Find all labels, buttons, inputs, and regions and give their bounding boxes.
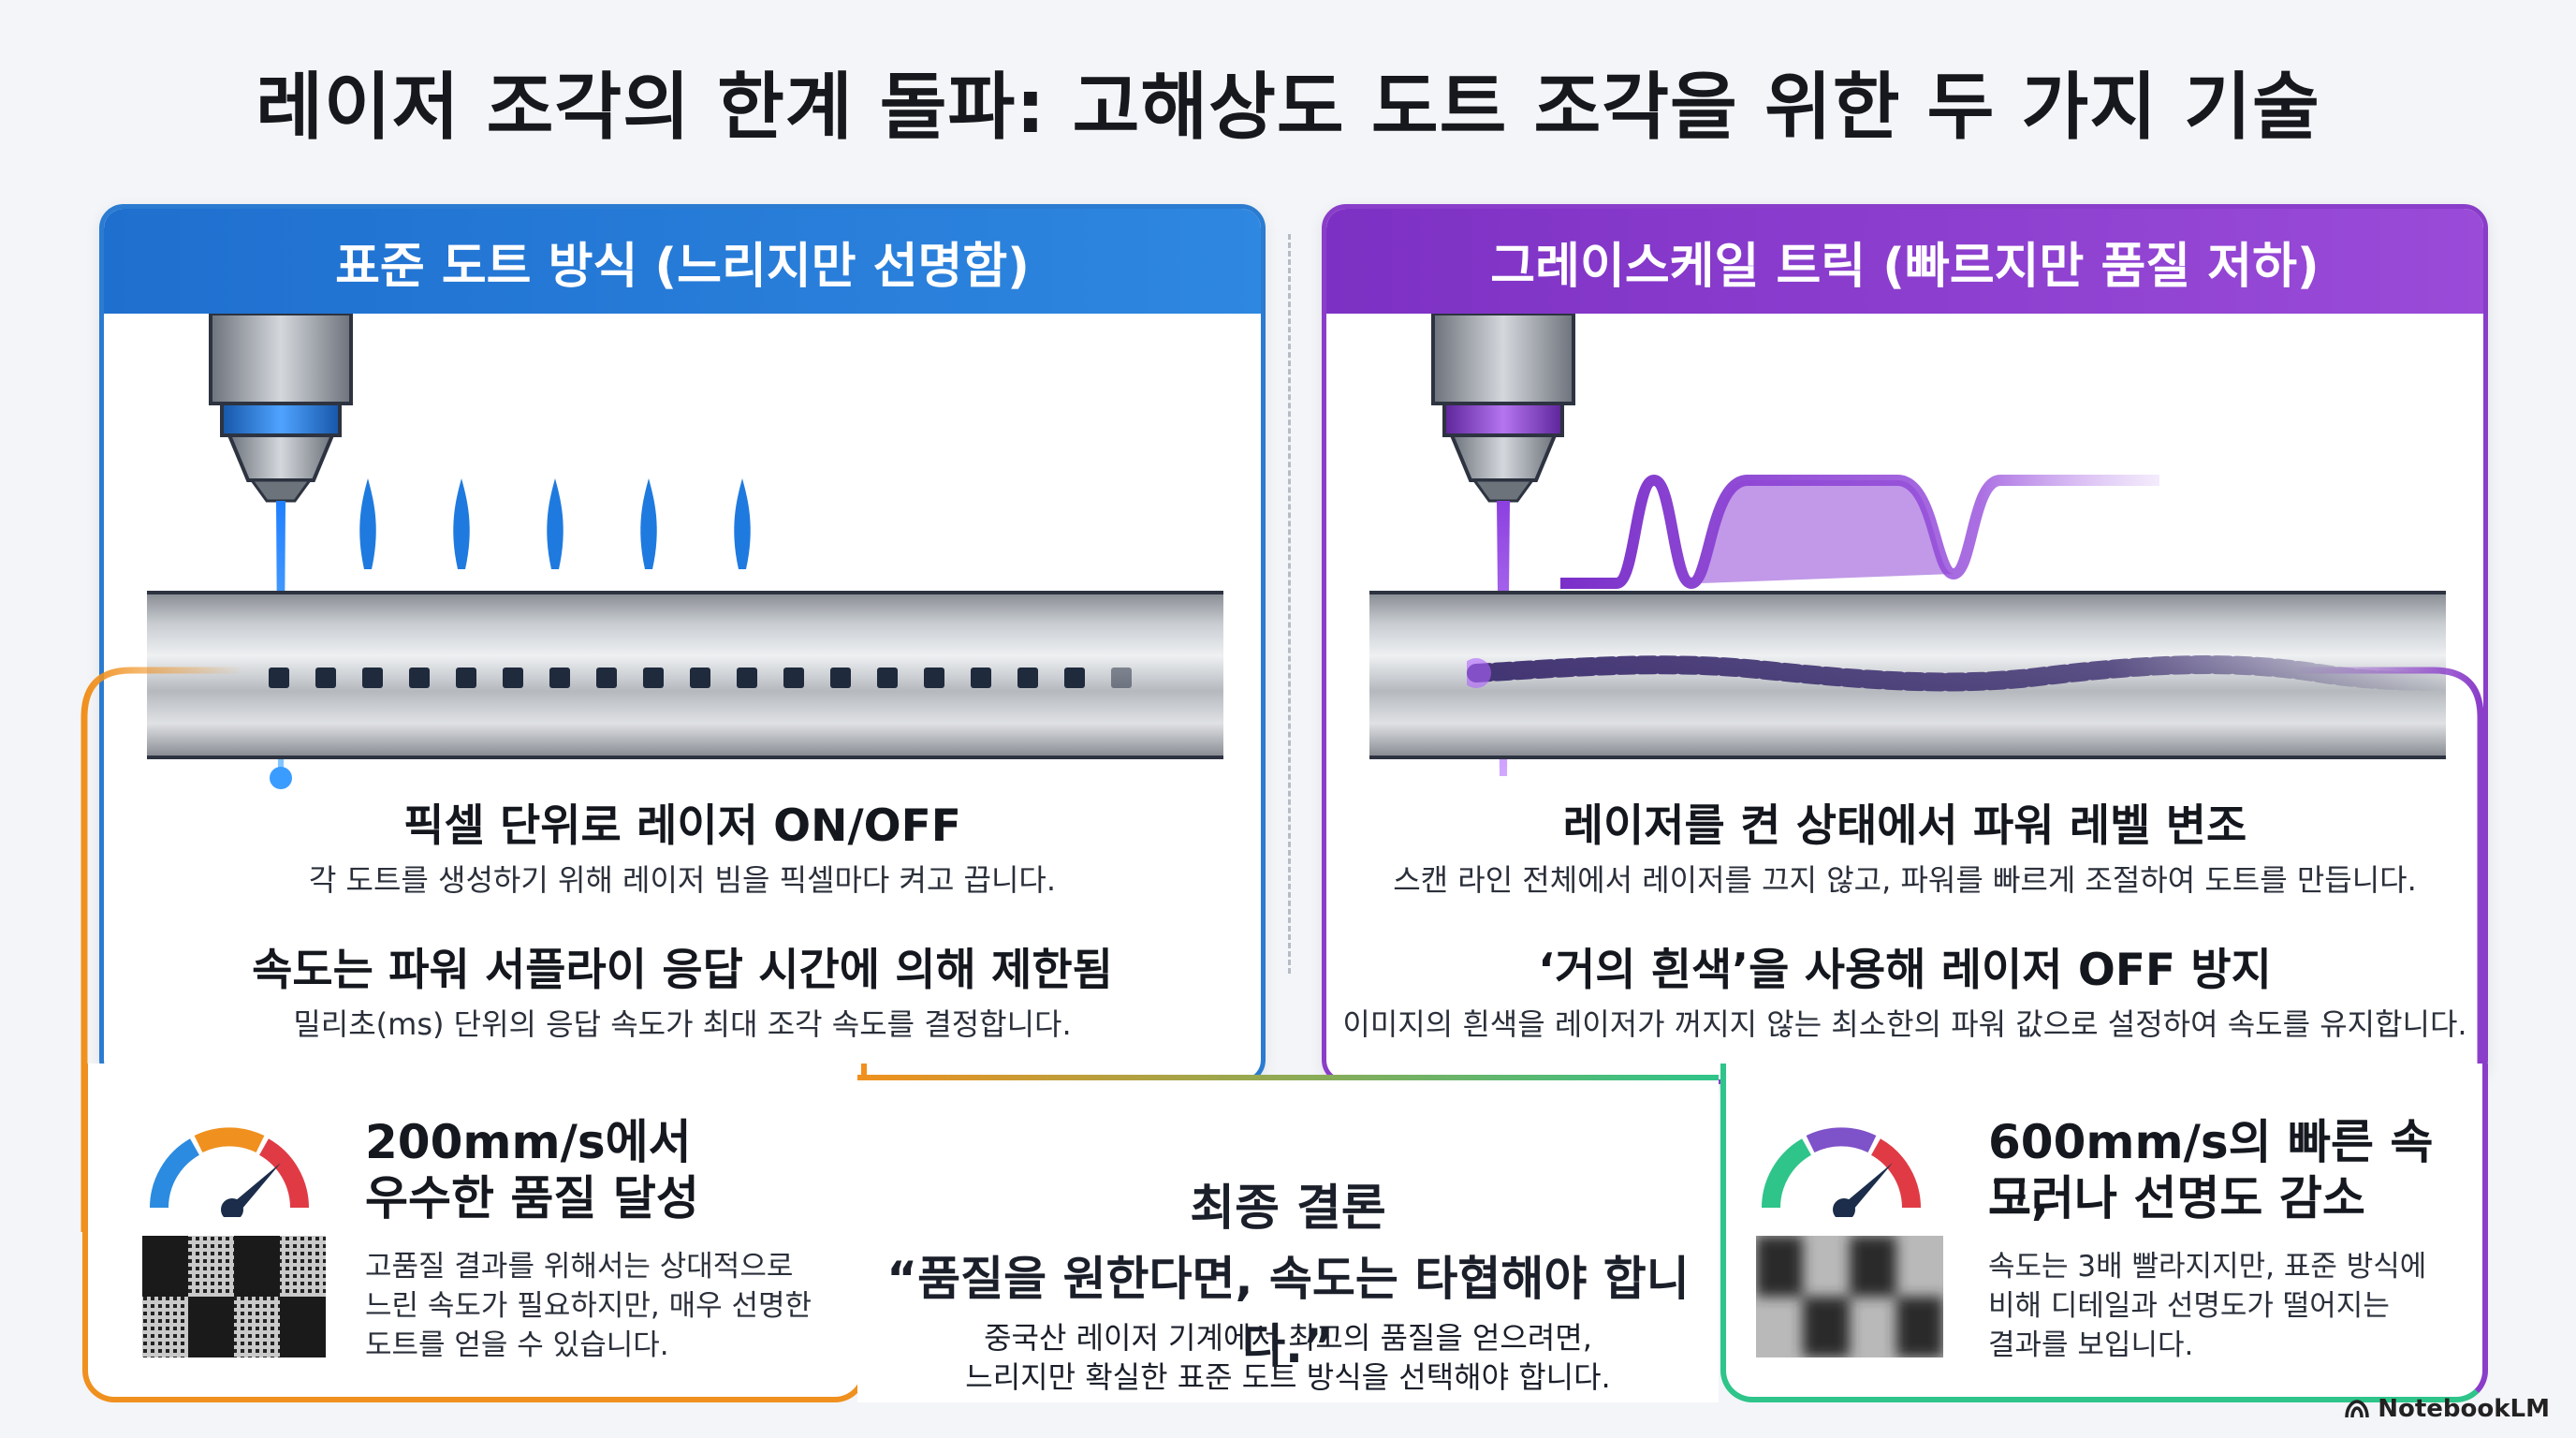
standard-result-title-1: 200mm/s에서 — [365, 1115, 692, 1169]
standard-result-text-2: 느린 속도가 필요하지만, 매우 선명한 — [365, 1289, 812, 1323]
conclusion-title: 최종 결론 — [1190, 1181, 1386, 1237]
notebooklm-logo-icon — [2345, 1400, 2369, 1418]
standard-result-text-3: 도트를 얻을 수 있습니다. — [365, 1328, 669, 1362]
page-title: 레이저 조각의 한계 돌파: 고해상도 도트 조각을 위한 두 가지 기술 — [256, 66, 2320, 150]
standard-heading-2: 속도는 파워 서플라이 응답 시간에 의해 제한됨 — [252, 945, 1113, 996]
laser-pulse-marks — [359, 478, 751, 569]
standard-result-title-2: 우수한 품질 달성 — [365, 1171, 699, 1225]
grayscale-result-box: 600mm/s의 빠른 속도, 그러나 선명도 감소 속도는 3배 빨라지지만,… — [1720, 1064, 2488, 1402]
conclusion-box: 최종 결론 “품질을 원한다면, 속도는 타협해야 합니다.” 중국산 레이저 … — [857, 1075, 1719, 1402]
grayscale-heading-2: ‘거의 흰색’을 사용해 레이저 OFF 방지 — [1538, 945, 2272, 996]
grayscale-trick-header: 그레이스케일 트릭 (빠르지만 품질 저하) — [1326, 209, 2483, 314]
brand-footer: NotebookLM — [2344, 1395, 2550, 1423]
checker-pattern-icon — [1756, 1236, 1943, 1357]
dot-row — [269, 668, 1132, 688]
grayscale-result-title-2: 그러나 선명도 감소 — [1988, 1171, 2365, 1225]
grayscale-result-title-1: 600mm/s의 빠른 속도, — [1988, 1115, 2434, 1225]
standard-heading-1: 픽셀 단위로 레이저 ON/OFF — [403, 800, 961, 852]
brand-label: NotebookLM — [2378, 1395, 2550, 1423]
standard-result-text-1: 고품질 결과를 위해서는 상대적으로 — [365, 1250, 794, 1284]
standard-dot-panel: 표준 도트 방식 (느리지만 선명함) — [99, 204, 1266, 1084]
grayscale-heading-1: 레이저를 켠 상태에서 파워 레벨 변조 — [1562, 800, 2247, 852]
conclusion-text-1: 중국산 레이저 기계에서 최고의 품질을 얻으려면, — [984, 1320, 1592, 1356]
speedometer-icon — [1762, 1127, 1921, 1217]
speedometer-icon — [150, 1127, 309, 1217]
grayscale-result-text-2: 비해 디테일과 선명도가 떨어지는 — [1988, 1289, 2390, 1323]
standard-result-box: 200mm/s에서 우수한 품질 달성 고품질 결과를 위해서는 상대적으로 느… — [82, 1064, 867, 1402]
conclusion-text-2: 느리지만 확실한 표준 도트 방식을 선택해야 합니다. — [965, 1359, 1611, 1395]
center-divider — [1288, 234, 1291, 974]
standard-dot-header: 표준 도트 방식 (느리지만 선명함) — [104, 209, 1261, 314]
grayscale-dot-trail — [1467, 655, 2459, 692]
grayscale-result-text-3: 결과를 보입니다. — [1988, 1328, 2194, 1362]
checker-pattern-icon — [142, 1236, 326, 1357]
grayscale-result-text-1: 속도는 3배 빨라지지만, 표준 방식에 — [1988, 1250, 2427, 1284]
standard-text-1: 각 도트를 생성하기 위해 레이저 빔을 픽셀마다 켜고 끕니다. — [308, 862, 1057, 898]
grayscale-trick-panel: 그레이스케일 트릭 (빠르지만 품질 저하) — [1322, 204, 2488, 1084]
grayscale-text-1: 스캔 라인 전체에서 레이저를 끄지 않고, 파워를 빠르게 조절하여 도트를 … — [1393, 862, 2417, 898]
standard-text-2: 밀리초(ms) 단위의 응답 속도가 최대 조각 속도를 결정합니다. — [293, 1006, 1072, 1042]
grayscale-text-2: 이미지의 흰색을 레이저가 꺼지지 않는 최소한의 파워 값으로 설정하여 속도… — [1342, 1006, 2467, 1042]
conclusion-quote: “품질을 원한다면, 속도는 타협해야 합니다.” — [886, 1252, 1690, 1373]
power-waveform — [1560, 475, 2159, 589]
